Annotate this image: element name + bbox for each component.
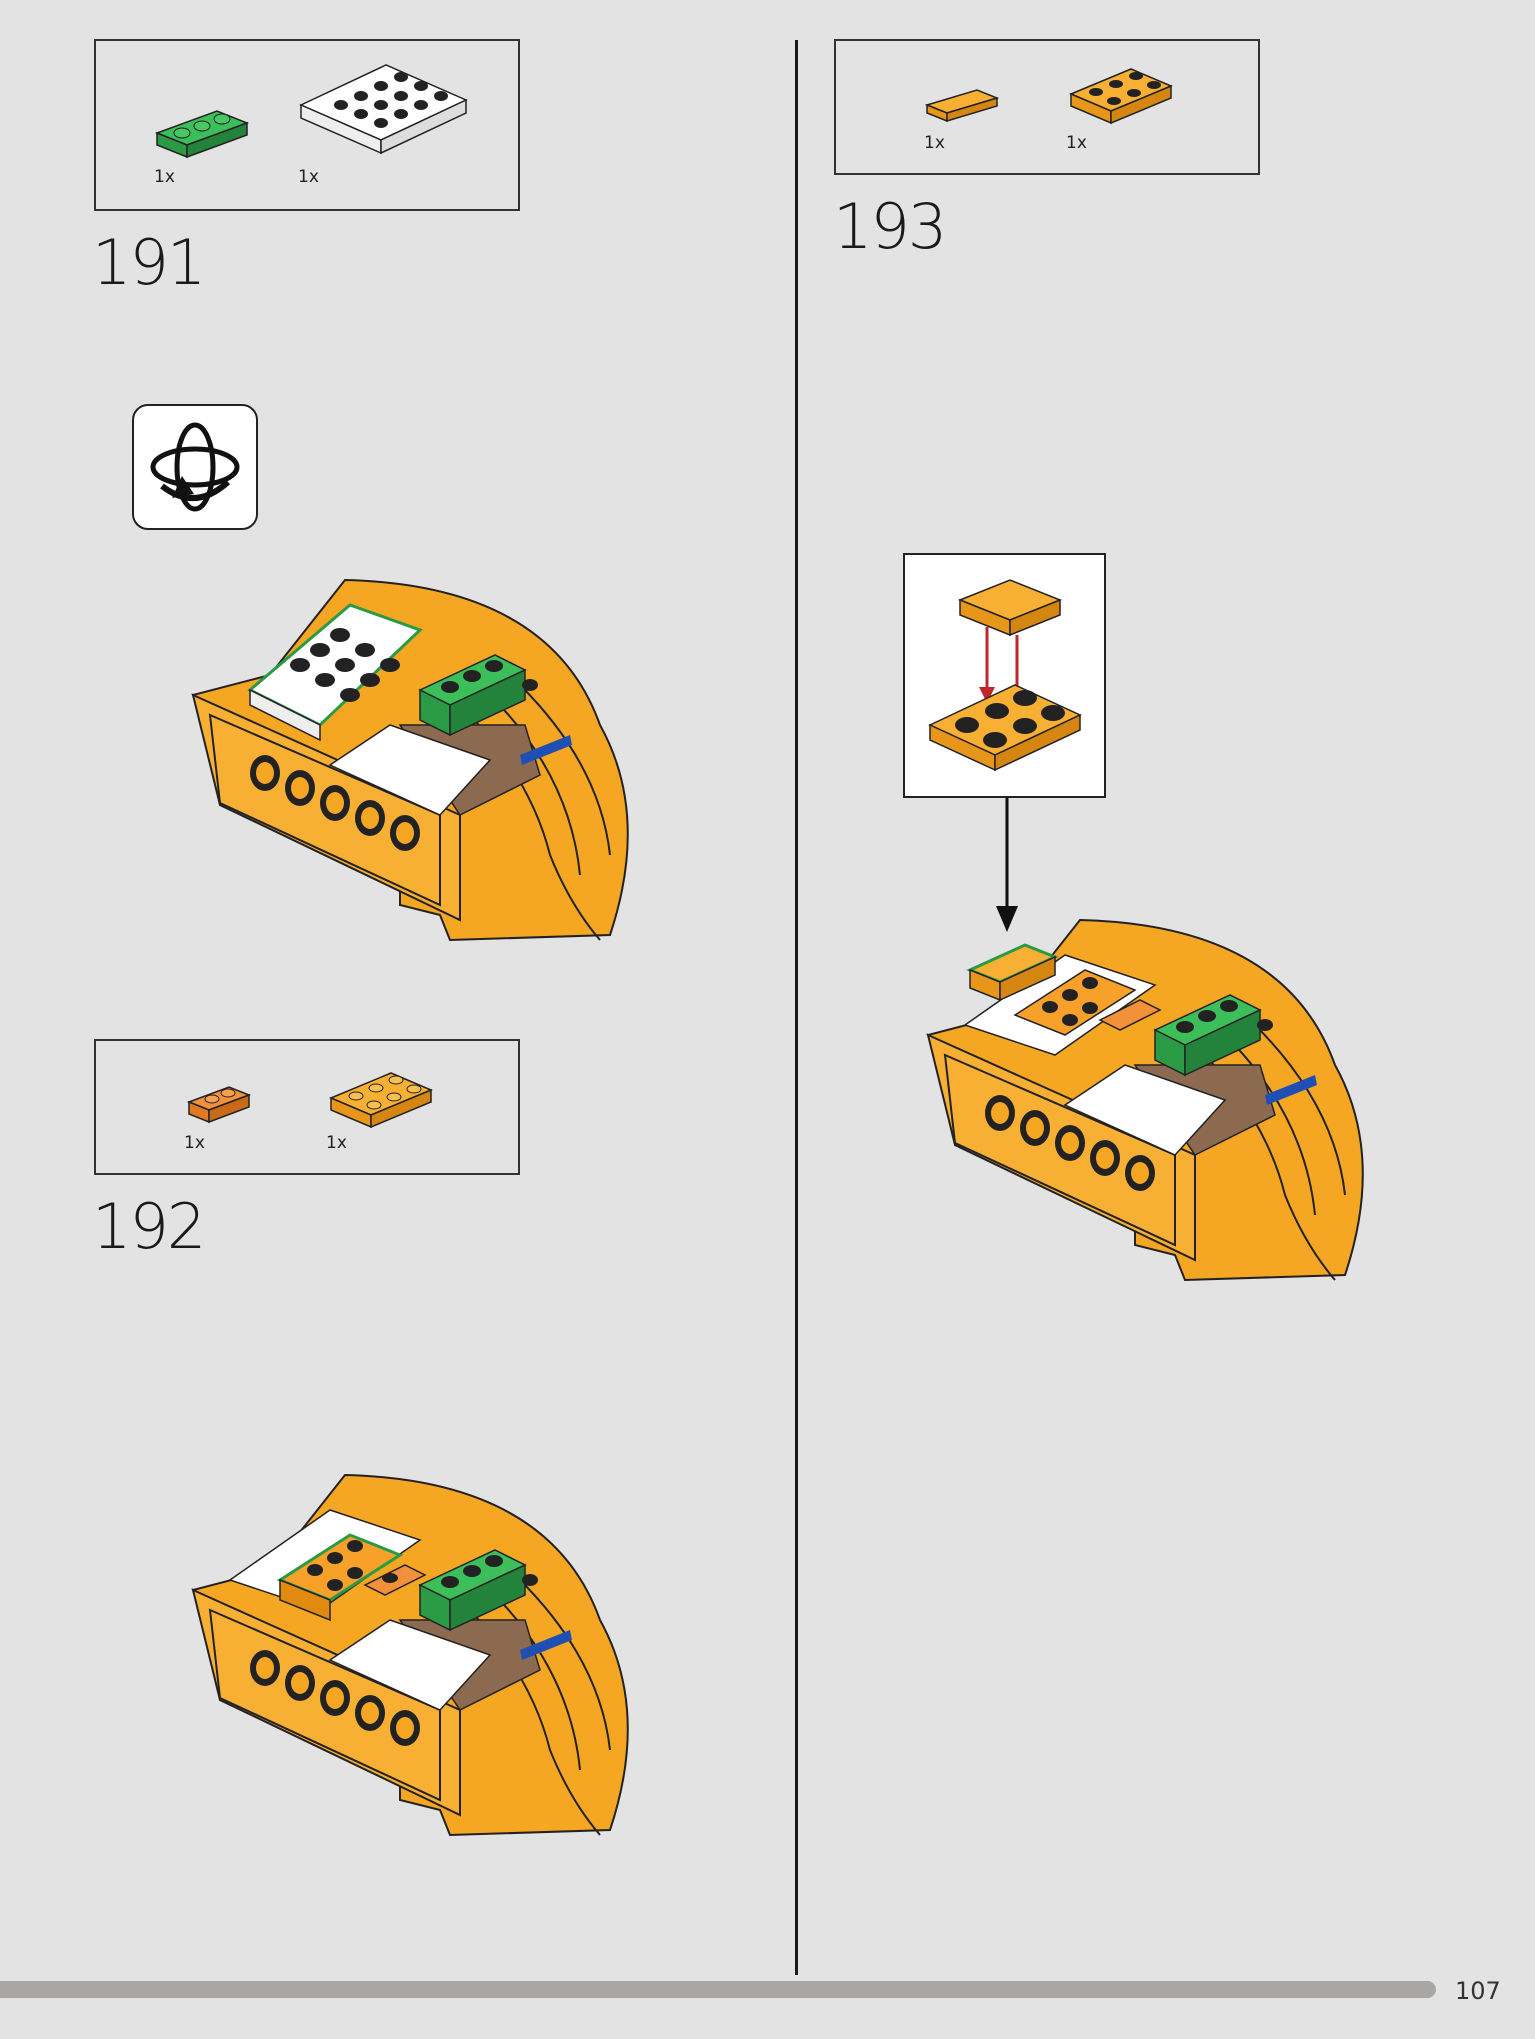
model-illustration-step-191 — [191, 578, 629, 942]
parts-box-step-193: 1x 1x — [834, 39, 1260, 175]
part-qty: 1x — [1066, 133, 1087, 153]
orange-plate-2x3-icon — [1069, 68, 1173, 125]
step-number: 192 — [92, 1190, 206, 1263]
part-qty: 1x — [298, 167, 319, 187]
sub-assembly-illustration — [928, 579, 1082, 772]
rotate-model-icon — [150, 422, 240, 512]
sub-assembly-callout — [903, 553, 1106, 798]
orange-tile-1x2-icon — [924, 89, 1000, 123]
parts-box-step-191: 1x 1x — [94, 39, 520, 211]
orange-plate-1x2-icon — [186, 1086, 252, 1124]
part-qty: 1x — [184, 1133, 205, 1153]
model-illustration-step-193 — [926, 918, 1364, 1282]
step-number: 193 — [833, 190, 947, 263]
part-qty: 1x — [326, 1133, 347, 1153]
page-progress-bar — [0, 1981, 1436, 1998]
page-number: 107 — [1455, 1977, 1501, 2005]
column-divider — [795, 40, 798, 1975]
model-illustration-step-192 — [191, 1473, 629, 1837]
parts-box-step-192: 1x 1x — [94, 1039, 520, 1175]
green-plate-1x3-icon — [154, 110, 250, 159]
part-qty: 1x — [924, 133, 945, 153]
callout-pointer-arrow — [996, 798, 1018, 932]
step-number: 191 — [92, 226, 206, 299]
part-qty: 1x — [154, 167, 175, 187]
white-plate-4x4-icon — [299, 64, 468, 155]
rotate-model-callout — [132, 404, 258, 530]
orange-plate-2x3-icon — [329, 1072, 433, 1129]
